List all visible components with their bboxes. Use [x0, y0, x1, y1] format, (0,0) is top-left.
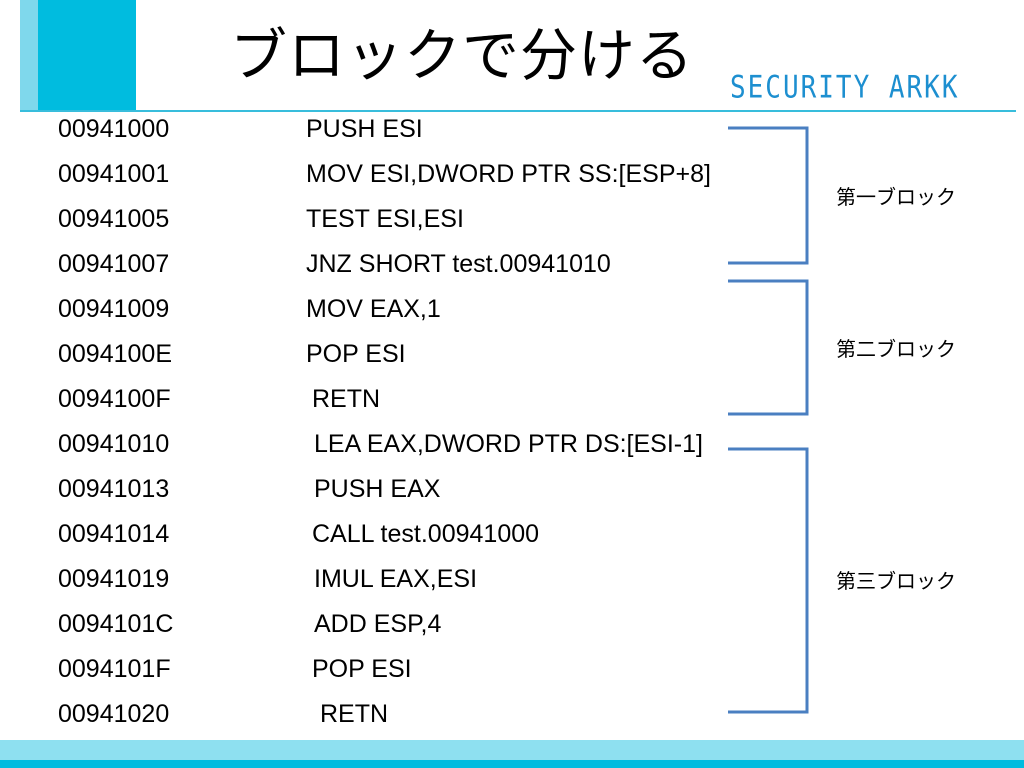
- code-address: 00941007: [58, 250, 170, 278]
- code-address: 0094101F: [58, 655, 171, 683]
- code-instruction: TEST ESI,ESI: [306, 205, 464, 233]
- code-address: 00941014: [58, 520, 170, 548]
- code-address: 0094100E: [58, 340, 173, 368]
- code-instruction: RETN: [312, 385, 381, 413]
- header-accent-dark: [38, 0, 136, 110]
- logo-text: SECURITY ARKK: [730, 70, 960, 106]
- code-address: 00941001: [58, 160, 170, 188]
- code-instruction: ADD ESP,4: [314, 610, 442, 638]
- code-instruction: JNZ SHORT test.00941010: [306, 250, 611, 278]
- footer-band-dark: [0, 760, 1024, 768]
- code-instruction: PUSH EAX: [314, 475, 441, 503]
- code-instruction: RETN: [320, 700, 389, 728]
- code-address: 0094101C: [58, 610, 174, 638]
- code-instruction: MOV ESI,DWORD PTR SS:[ESP+8]: [306, 160, 711, 188]
- code-instruction: POP ESI: [306, 340, 406, 368]
- code-address: 00941013: [58, 475, 170, 503]
- code-address: 00941020: [58, 700, 170, 728]
- code-instruction: MOV EAX,1: [306, 295, 441, 323]
- title-underline: [20, 110, 1016, 112]
- security-logo: SECURITY ARKK: [730, 68, 1015, 108]
- code-instruction: IMUL EAX,ESI: [314, 565, 478, 593]
- code-instruction: PUSH ESI: [306, 115, 423, 143]
- header-accent-light: [20, 0, 38, 110]
- code-instruction: POP ESI: [312, 655, 412, 683]
- code-address: 00941010: [58, 430, 170, 458]
- block-bracket-1: [728, 126, 809, 265]
- code-instruction: LEA EAX,DWORD PTR DS:[ESI-1]: [314, 430, 703, 458]
- code-address: 00941019: [58, 565, 170, 593]
- block-label-2: 第二ブロック: [836, 337, 956, 361]
- block-bracket-3: [728, 447, 809, 714]
- code-address: 00941009: [58, 295, 170, 323]
- slide-title: ブロックで分ける: [230, 23, 694, 89]
- code-address: 00941000: [58, 115, 170, 143]
- footer-band-light: [0, 740, 1024, 760]
- block-label-1: 第一ブロック: [836, 185, 956, 209]
- code-address: 00941005: [58, 205, 170, 233]
- code-instruction: CALL test.00941000: [312, 520, 540, 548]
- block-label-3: 第三ブロック: [836, 569, 956, 593]
- block-bracket-2: [728, 279, 809, 416]
- code-address: 0094100F: [58, 385, 171, 413]
